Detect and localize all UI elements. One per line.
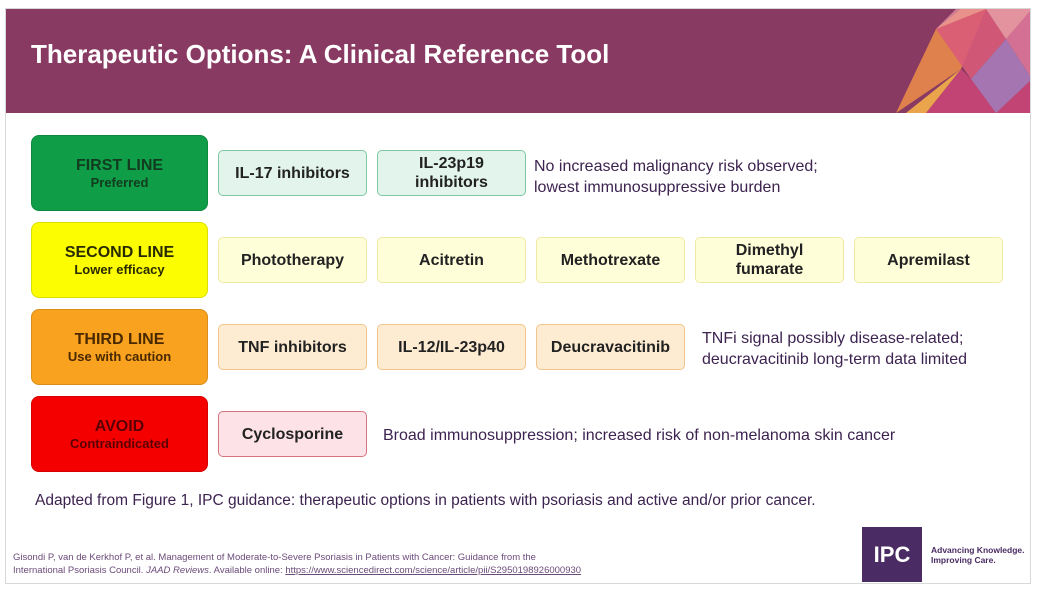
row-note-line: deucravacitinib long-term data limited <box>702 351 968 368</box>
drug-chip: Phototherapy <box>218 237 367 283</box>
row-sub-label: Use with caution <box>67 348 172 364</box>
row-note-line: No increased malignancy risk observed; <box>534 158 818 175</box>
row-label-second-line: SECOND LINE Lower efficacy <box>31 222 208 298</box>
row-label-avoid: AVOID Contraindicated <box>31 396 208 472</box>
row-note-line: TNFi signal possibly disease-related; <box>702 330 964 347</box>
row-label-third-line: THIRD LINE Use with caution <box>31 309 208 385</box>
row-level-label: THIRD LINE <box>74 330 165 348</box>
citation-journal: JAAD Reviews <box>146 565 209 576</box>
citation-link[interactable]: https://www.sciencedirect.com/science/ar… <box>285 565 582 576</box>
drug-chip: Cyclosporine <box>218 411 367 457</box>
row-sub-label: Preferred <box>90 174 149 190</box>
row-label-first-line: FIRST LINE Preferred <box>31 135 208 211</box>
drug-chip: Dimethyl fumarate <box>695 237 844 283</box>
ipc-logo: IPC <box>862 527 922 582</box>
row-sub-label: Contraindicated <box>70 435 169 451</box>
citation: Gisondi P, van de Kerkhof P, et al. Mana… <box>13 551 653 577</box>
decorative-polygon-graphic <box>896 9 1030 113</box>
drug-chip: TNF inhibitors <box>218 324 367 370</box>
drug-chip: IL-17 inhibitors <box>218 150 367 196</box>
row-note-line: Broad immunosuppression; increased risk … <box>383 427 896 444</box>
drug-chip: Apremilast <box>854 237 1003 283</box>
drug-chip: Deucravacitinib <box>536 324 685 370</box>
tagline-line: Improving Care. <box>931 555 996 565</box>
logo-tagline: Advancing Knowledge. Improving Care. <box>931 545 1025 565</box>
tagline-line: Advancing Knowledge. <box>931 545 1025 555</box>
row-level-label: FIRST LINE <box>75 156 164 174</box>
row-level-label: AVOID <box>94 417 145 435</box>
citation-line-2: International Psoriasis Council. JAAD Re… <box>13 564 653 577</box>
citation-text: . Available online: <box>208 565 286 576</box>
slide: Therapeutic Options: A Clinical Referenc… <box>5 8 1031 584</box>
figure-caption: Adapted from Figure 1, IPC guidance: the… <box>35 492 816 509</box>
header-bar: Therapeutic Options: A Clinical Referenc… <box>6 9 1030 113</box>
row-level-label: SECOND LINE <box>64 243 175 261</box>
row-sub-label: Lower efficacy <box>74 261 165 277</box>
citation-text: International Psoriasis Council. <box>13 565 147 576</box>
drug-chip: IL-23p19 inhibitors <box>377 150 526 196</box>
drug-chip: Methotrexate <box>536 237 685 283</box>
page-title: Therapeutic Options: A Clinical Referenc… <box>31 39 610 69</box>
drug-chip: IL-12/IL-23p40 <box>377 324 526 370</box>
row-note-line: lowest immunosuppressive burden <box>534 179 781 196</box>
citation-line: Gisondi P, van de Kerkhof P, et al. Mana… <box>13 552 536 563</box>
drug-chip: Acitretin <box>377 237 526 283</box>
